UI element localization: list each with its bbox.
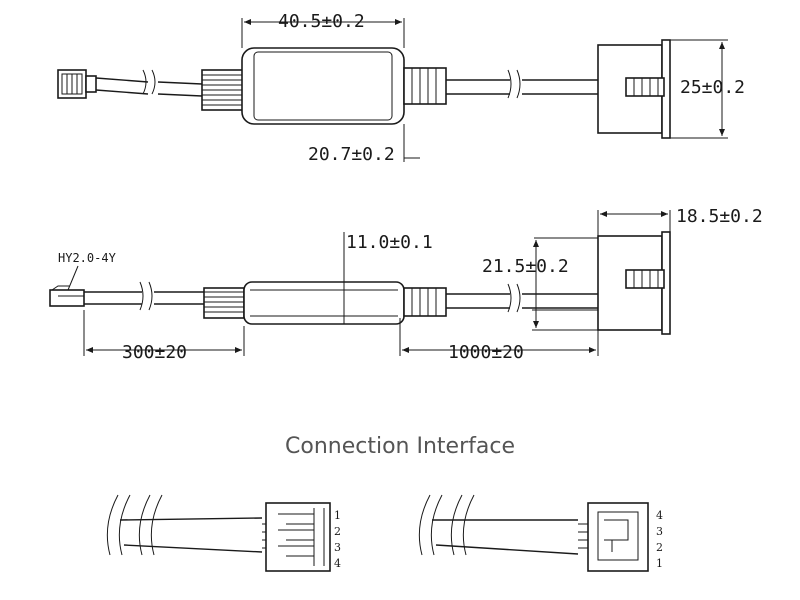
connector-model-label: HY2.0-4Y	[58, 251, 117, 265]
top-module-body	[241, 47, 405, 125]
side-strain-relief-right	[403, 287, 447, 317]
side-cable-right	[446, 283, 598, 313]
cable-length-left-label: 300±20	[122, 342, 187, 363]
side-cable-left	[84, 281, 204, 311]
side-strain-relief-left	[203, 287, 245, 319]
left-pin-3: 3	[334, 541, 341, 554]
dim-module-width: 20.7±0.2	[308, 124, 420, 165]
top-view: 40.5±0.2 20.7±0.2 25±0.2	[57, 11, 745, 165]
interface-right: 4 3 2 1	[418, 494, 663, 572]
left-pin-4: 4	[334, 557, 341, 570]
left-pin-1: 1	[334, 509, 341, 522]
module-width-label: 20.7±0.2	[308, 144, 395, 165]
cable-length-right-label: 1000±20	[448, 342, 524, 363]
dim-module-thickness: 11.0±0.1	[343, 232, 433, 282]
top-cable-left	[95, 69, 203, 97]
right-pin-3: 3	[656, 525, 663, 538]
side-usb-port	[532, 231, 671, 335]
dim-port-height: 25±0.2	[670, 39, 745, 139]
module-length-label: 40.5±0.2	[278, 11, 365, 32]
right-pin-4: 4	[656, 509, 663, 522]
dim-port-depth: 21.5±0.2	[482, 237, 598, 328]
side-module-body	[243, 281, 405, 325]
right-pin-1: 1	[656, 557, 663, 570]
dim-cable-left: 300±20	[83, 310, 245, 363]
port-width-label: 18.5±0.2	[676, 206, 763, 227]
section-title: Connection Interface	[285, 434, 515, 459]
port-height-label: 25±0.2	[680, 77, 745, 98]
interface-left: 1 2 3 4	[106, 494, 341, 572]
dim-cable-right: 1000±20	[399, 318, 599, 363]
dim-port-width: 18.5±0.2	[597, 206, 763, 236]
top-cable-right	[446, 69, 598, 99]
right-pin-2: 2	[656, 541, 663, 554]
dim-module-length: 40.5±0.2	[241, 11, 405, 48]
module-thickness-label: 11.0±0.1	[346, 232, 433, 253]
port-depth-label: 21.5±0.2	[482, 256, 569, 277]
side-view: HY2.0-4Y	[49, 206, 763, 363]
side-left-connector	[49, 285, 85, 307]
top-strain-relief-right	[403, 67, 447, 105]
left-pin-2: 2	[334, 525, 341, 538]
top-strain-relief-left	[201, 69, 245, 111]
top-left-connector	[57, 69, 97, 99]
top-usb-port	[597, 39, 671, 139]
